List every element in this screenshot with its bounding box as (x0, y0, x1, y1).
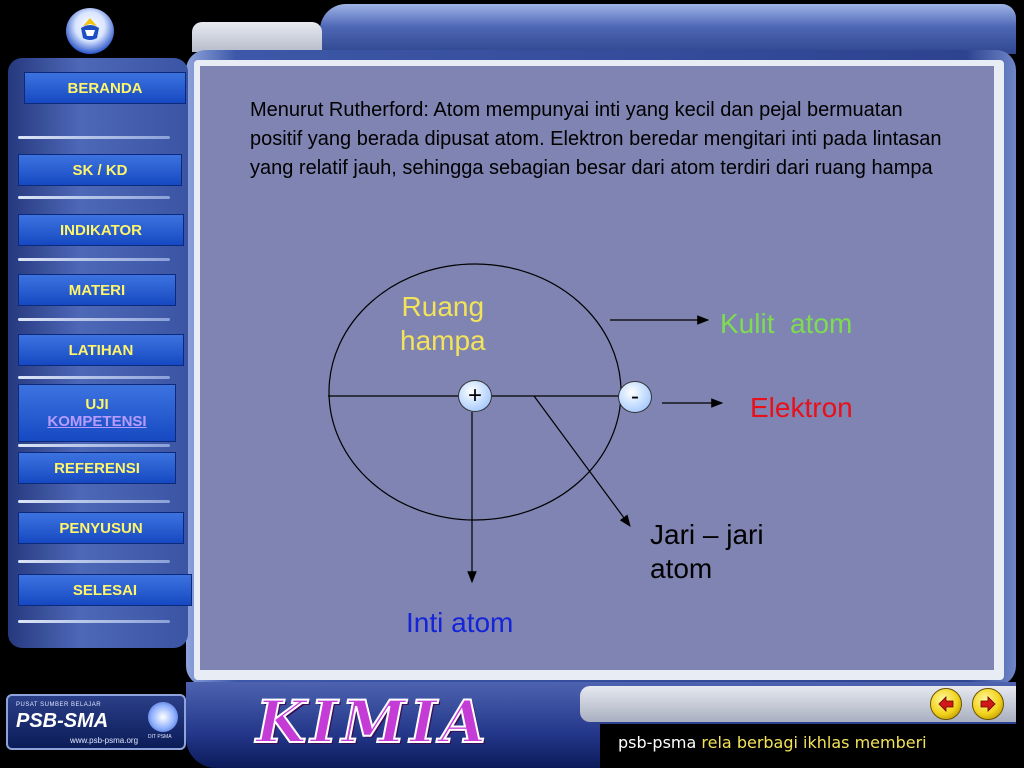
menu-label: BERANDA (67, 79, 143, 97)
arrow-right-icon (980, 696, 996, 712)
label-line: hampa (400, 325, 486, 356)
menu-latihan-button[interactable]: LATIHAN (18, 334, 184, 366)
prev-button[interactable] (930, 688, 962, 720)
label-elektron: Elektron (750, 392, 853, 423)
sidebar-divider (18, 620, 170, 623)
arrow-left-icon (938, 696, 954, 712)
menu-label: SK / KD (72, 161, 128, 179)
label-ruang-hampa: Ruang hampa (400, 290, 486, 358)
menu-indikator-button[interactable]: INDIKATOR (18, 214, 184, 246)
nucleus-symbol: + (467, 382, 482, 409)
psma-badge-icon (148, 702, 178, 732)
sidebar-divider (18, 376, 170, 379)
arrow-jari-jari (533, 395, 631, 527)
menu-materi-button[interactable]: MATERI (18, 274, 176, 306)
menu-label: LATIHAN (68, 341, 134, 359)
menu-label: INDIKATOR (60, 221, 142, 239)
menu-selesai-button[interactable]: SELESAI (18, 574, 192, 606)
footer-tagline: psb-psma rela berbagi ikhlas memberi (618, 733, 927, 752)
label-inti-atom: Inti atom (406, 607, 514, 638)
logo-badge-caption: DIT PSMA (148, 734, 172, 740)
footer-area (600, 724, 1024, 768)
menu-referensi-button[interactable]: REFERENSI (18, 452, 176, 484)
label-kulit-atom: Kulit atom (720, 308, 853, 339)
logo-url-text: www.psb-psma.org (70, 736, 139, 745)
sidebar-divider (18, 500, 170, 503)
menu-label: MATERI (68, 281, 126, 299)
tagline-prefix: psb-psma (618, 733, 697, 752)
top-frame-cap (192, 22, 322, 52)
logo-top-text: PUSAT SUMBER BELAJAR (16, 702, 102, 708)
menu-uji-kompetensi-button[interactable]: UJI KOMPETENSI (18, 384, 176, 442)
sidebar-divider (18, 258, 170, 261)
sidebar-divider (18, 560, 170, 563)
menu-penyusun-button[interactable]: PENYUSUN (18, 512, 184, 544)
sidebar-divider (18, 318, 170, 321)
top-frame-tab (320, 4, 1016, 54)
menu-sk-kd-button[interactable]: SK / KD (18, 154, 182, 186)
electron-symbol: - (631, 383, 639, 410)
label-line: Jari – jari (650, 519, 764, 550)
menu-label: SELESAI (72, 581, 138, 599)
tut-wuri-handayani-icon (66, 8, 114, 54)
menu-beranda-button[interactable]: BERANDA (24, 72, 186, 104)
sidebar-divider (18, 444, 170, 447)
sidebar-divider (18, 136, 170, 139)
menu-label: UJI (85, 396, 109, 413)
tagline-accent: rela berbagi ikhlas memberi (701, 733, 927, 752)
kimia-title: KIMIA (255, 687, 490, 757)
electron-icon: - (618, 381, 652, 413)
sidebar-divider (18, 196, 170, 199)
next-button[interactable] (972, 688, 1004, 720)
menu-label: REFERENSI (54, 459, 140, 477)
content-panel (200, 66, 994, 670)
logo-main-text: PSB-SMA (16, 710, 109, 732)
menu-label: PENYUSUN (59, 519, 143, 537)
nucleus-icon: + (458, 380, 492, 412)
rutherford-description: Menurut Rutherford: Atom mempunyai inti … (250, 99, 942, 179)
label-jari-jari-atom: Jari – jari atom (650, 518, 764, 586)
label-line: atom (650, 553, 713, 584)
psb-sma-logo: PUSAT SUMBER BELAJAR PSB-SMA www.psb-psm… (6, 694, 186, 750)
kompetensi-link[interactable]: KOMPETENSI (47, 413, 147, 430)
label-line: Ruang (401, 291, 485, 322)
atom-diagram (328, 263, 724, 584)
